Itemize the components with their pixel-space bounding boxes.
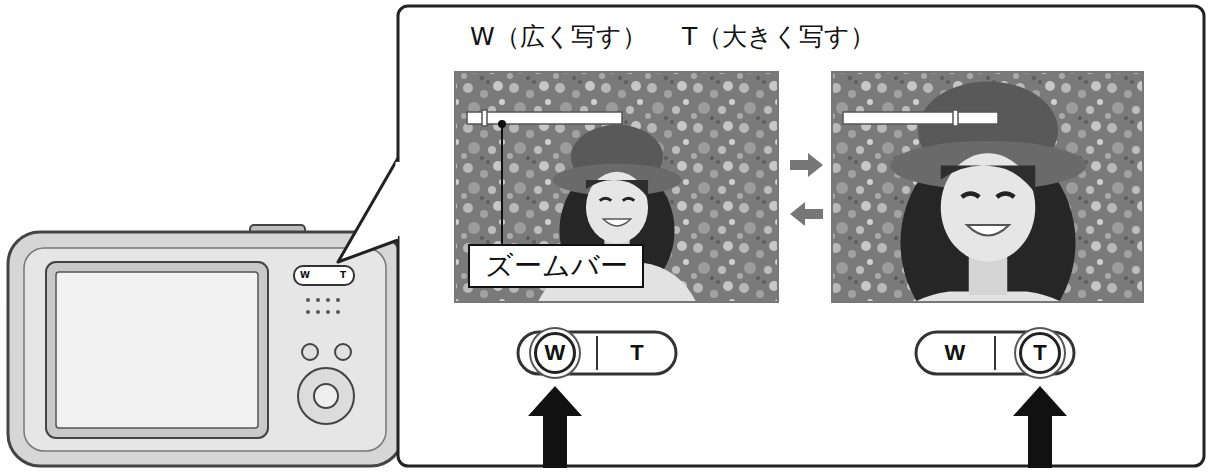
node-text: W xyxy=(545,342,566,364)
wide-photo xyxy=(455,72,778,302)
tele-button: T xyxy=(1019,332,1061,374)
wide-button: W xyxy=(935,336,975,370)
tele-button: T xyxy=(617,336,657,370)
node-text: T xyxy=(630,342,643,364)
mode-heading: W（広く写す） xyxy=(470,22,647,52)
tele-photo xyxy=(832,72,1143,302)
camera-button-text: T xyxy=(340,271,346,280)
node-text: ズームバー xyxy=(485,249,628,283)
zoom-switch xyxy=(518,332,1074,374)
node-text: T xyxy=(1033,342,1046,364)
node-text: W xyxy=(945,342,966,364)
leader-line xyxy=(498,120,506,244)
wide-button: W xyxy=(534,332,576,374)
mode-heading: T（大きく写す） xyxy=(682,22,875,52)
zoom-bar-callout: ズームバー xyxy=(468,244,644,288)
camera-button-text: W xyxy=(300,271,310,280)
zoom-bar xyxy=(467,110,998,126)
direction-arrows xyxy=(790,153,823,226)
camera xyxy=(8,225,408,466)
callout-frame xyxy=(338,6,1204,466)
press-arrow xyxy=(528,386,1067,468)
